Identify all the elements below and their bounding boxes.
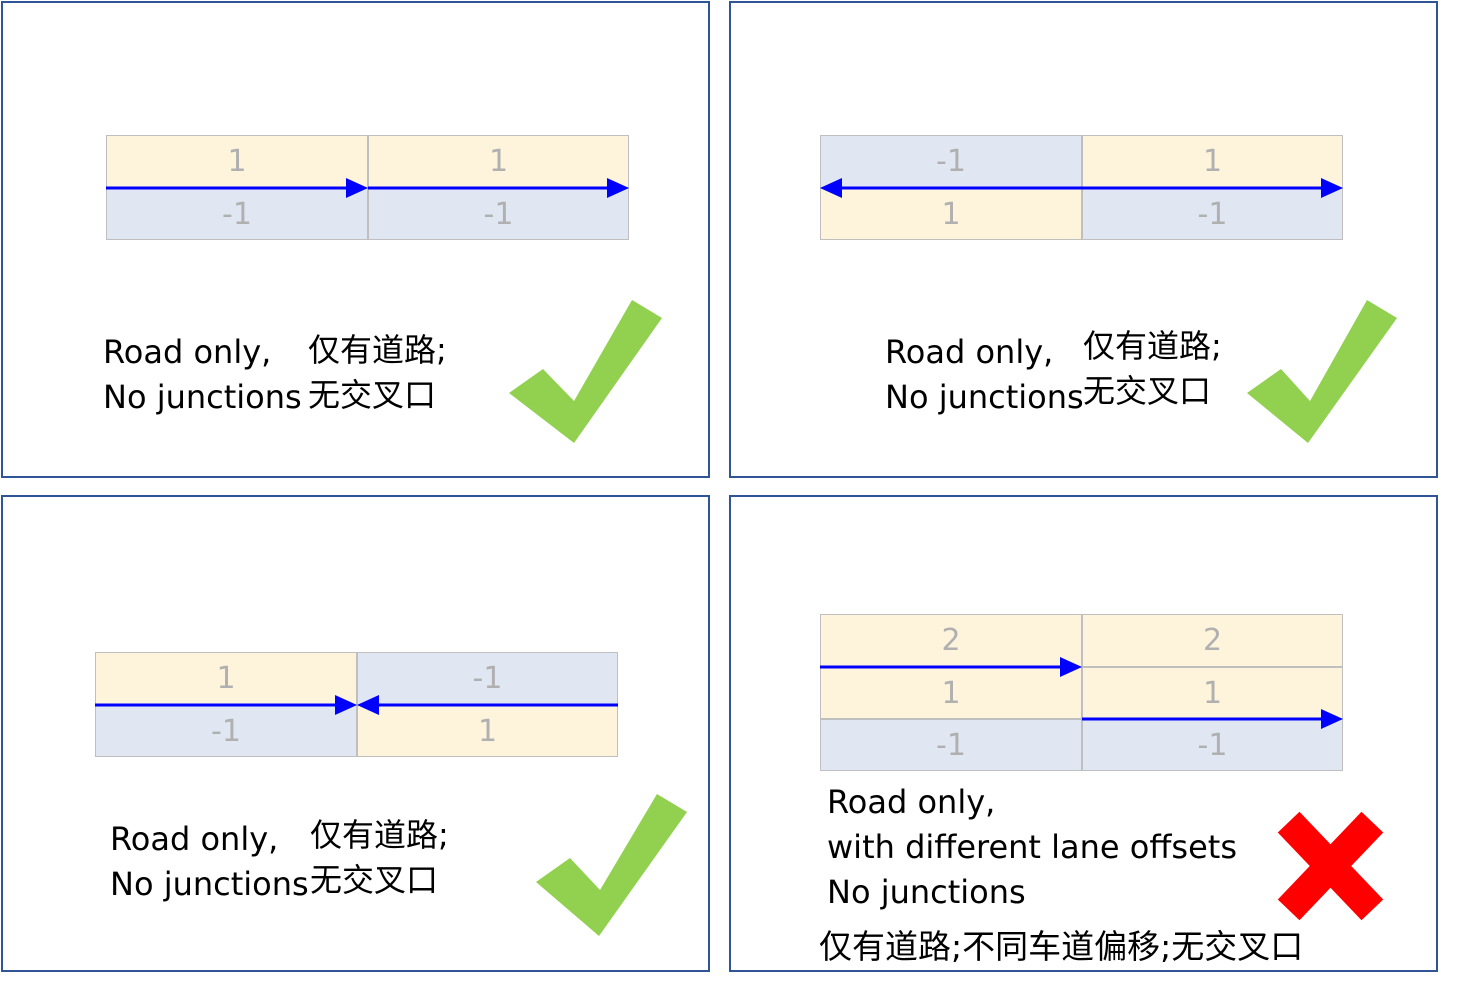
direction-arrows bbox=[95, 695, 618, 715]
panel-1: 1 -1 1 -1 Road only, 仅有道路; No junctions … bbox=[1, 1, 710, 478]
caption-zh-2: 无交叉口 bbox=[308, 376, 437, 414]
caption-zh-1: 仅有道路; bbox=[1083, 327, 1222, 365]
panel-3: 1 -1 -1 1 Road only, 仅有道路; No junctions … bbox=[1, 495, 710, 972]
lane-label: 2 bbox=[1082, 614, 1343, 667]
caption-en-2: No junctions bbox=[110, 865, 309, 903]
caption-line-1: Road only, bbox=[827, 783, 996, 821]
check-icon bbox=[536, 794, 687, 936]
lane-label: 1 bbox=[95, 652, 357, 705]
arrow bbox=[1082, 178, 1343, 198]
direction-arrows bbox=[820, 657, 1343, 729]
arrow bbox=[820, 657, 1082, 677]
lane-label: 1 bbox=[1082, 135, 1343, 188]
lane-label: 1 bbox=[820, 667, 1082, 719]
caption-zh: 仅有道路;不同车道偏移;无交叉口 bbox=[819, 927, 1304, 966]
lane-label: -1 bbox=[1082, 188, 1343, 240]
panel-4: 2 1 -1 2 1 -1 Road only, with different … bbox=[729, 495, 1438, 972]
check-icon bbox=[1247, 300, 1397, 443]
caption-en-1: Road only, bbox=[885, 333, 1054, 371]
lane-label: 1 bbox=[357, 705, 618, 757]
lane-label: -1 bbox=[820, 135, 1082, 188]
caption-en-1: Road only, bbox=[103, 333, 272, 371]
direction-arrows bbox=[820, 178, 1343, 198]
lane-label: -1 bbox=[106, 188, 368, 240]
arrow bbox=[368, 178, 629, 198]
lane-label: 2 bbox=[820, 614, 1082, 667]
caption-line-2: with different lane offsets bbox=[827, 828, 1237, 866]
caption-zh-1: 仅有道路; bbox=[308, 331, 447, 369]
caption-zh-2: 无交叉口 bbox=[1083, 372, 1212, 410]
caption-zh-1: 仅有道路; bbox=[310, 816, 449, 854]
caption-en-1: Road only, bbox=[110, 820, 279, 858]
check-icon bbox=[509, 300, 662, 443]
caption-line-3: No junctions bbox=[827, 873, 1026, 911]
arrow bbox=[357, 695, 618, 715]
caption-en-2: No junctions bbox=[885, 378, 1084, 416]
lane-label: -1 bbox=[368, 188, 629, 240]
panel-2: -1 1 1 -1 Road only, 仅有道路; No junctions … bbox=[729, 1, 1438, 478]
lane-label: 1 bbox=[106, 135, 368, 188]
caption-zh-2: 无交叉口 bbox=[310, 861, 439, 899]
lane-label: -1 bbox=[357, 652, 618, 705]
lane-label: 1 bbox=[820, 188, 1082, 240]
lane-label: -1 bbox=[95, 705, 357, 757]
arrow bbox=[1082, 709, 1343, 729]
caption-en-2: No junctions bbox=[103, 378, 302, 416]
cross-icon bbox=[1277, 811, 1384, 921]
arrow bbox=[95, 695, 357, 715]
lane-label: -1 bbox=[820, 719, 1082, 771]
direction-arrows bbox=[106, 178, 629, 198]
lane-label: -1 bbox=[1082, 719, 1343, 771]
lane-label: 1 bbox=[1082, 667, 1343, 719]
arrow bbox=[106, 178, 368, 198]
lane-label: 1 bbox=[368, 135, 629, 188]
arrow bbox=[820, 178, 1082, 198]
